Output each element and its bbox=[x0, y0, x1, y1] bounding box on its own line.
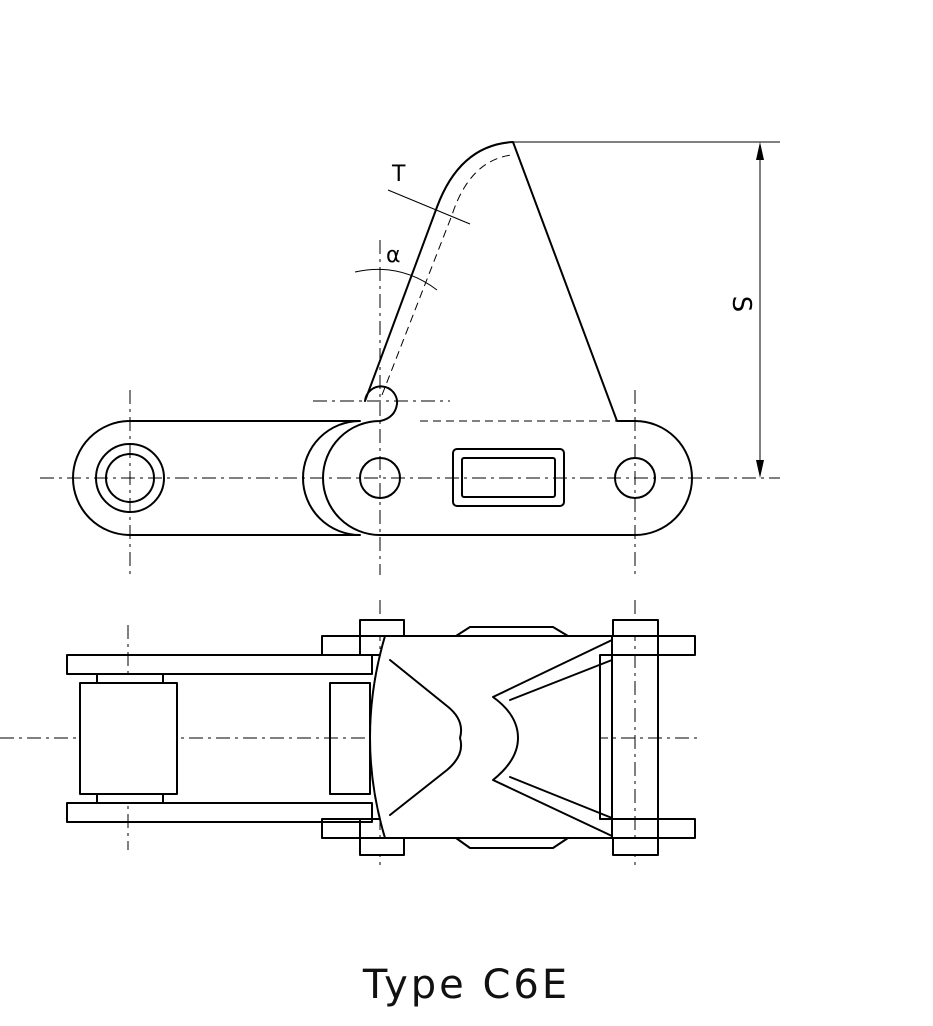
right-pin-head-bottom bbox=[612, 837, 659, 856]
left-link-plate bbox=[72, 420, 361, 536]
height-arrow-top bbox=[756, 142, 764, 160]
angle-label: α bbox=[386, 243, 401, 268]
attachment-flight-body bbox=[369, 635, 613, 839]
height-label: S bbox=[726, 296, 756, 313]
right-pin-shaft bbox=[611, 635, 659, 839]
attachment-plate bbox=[322, 141, 693, 536]
angle-arc bbox=[354, 268, 438, 291]
thickness-dimension-line bbox=[387, 189, 471, 225]
flight-v-web-inner-top bbox=[509, 659, 613, 701]
flight-v-web-outer bbox=[492, 639, 613, 837]
right-pin-head-top bbox=[612, 619, 659, 637]
mid-pin-head-top bbox=[359, 619, 405, 637]
inner-plate-bottom bbox=[66, 802, 373, 823]
top-view bbox=[0, 600, 700, 865]
flight-tab-bottom bbox=[455, 837, 569, 849]
inner-plate-top bbox=[66, 654, 373, 675]
flight-v-web-inner-bottom bbox=[509, 776, 613, 819]
flight-arrow-left bbox=[389, 659, 463, 816]
drawing-caption: Type C6E bbox=[362, 962, 571, 1008]
left-roller-body bbox=[79, 682, 178, 795]
left-roller-outer bbox=[95, 443, 165, 513]
mid-pin-hole bbox=[359, 457, 401, 499]
flight-tab-top bbox=[455, 626, 569, 637]
right-pin-hole bbox=[614, 457, 656, 499]
slot-inner bbox=[461, 457, 556, 498]
side-view: T α S bbox=[40, 141, 780, 575]
flight-hidden-profile bbox=[381, 154, 513, 396]
mid-pin-head-bottom bbox=[359, 837, 405, 856]
left-roller-inner bbox=[105, 453, 155, 503]
slot-outer bbox=[452, 448, 565, 507]
height-arrow-bottom bbox=[756, 460, 764, 478]
thickness-label: T bbox=[391, 162, 406, 187]
